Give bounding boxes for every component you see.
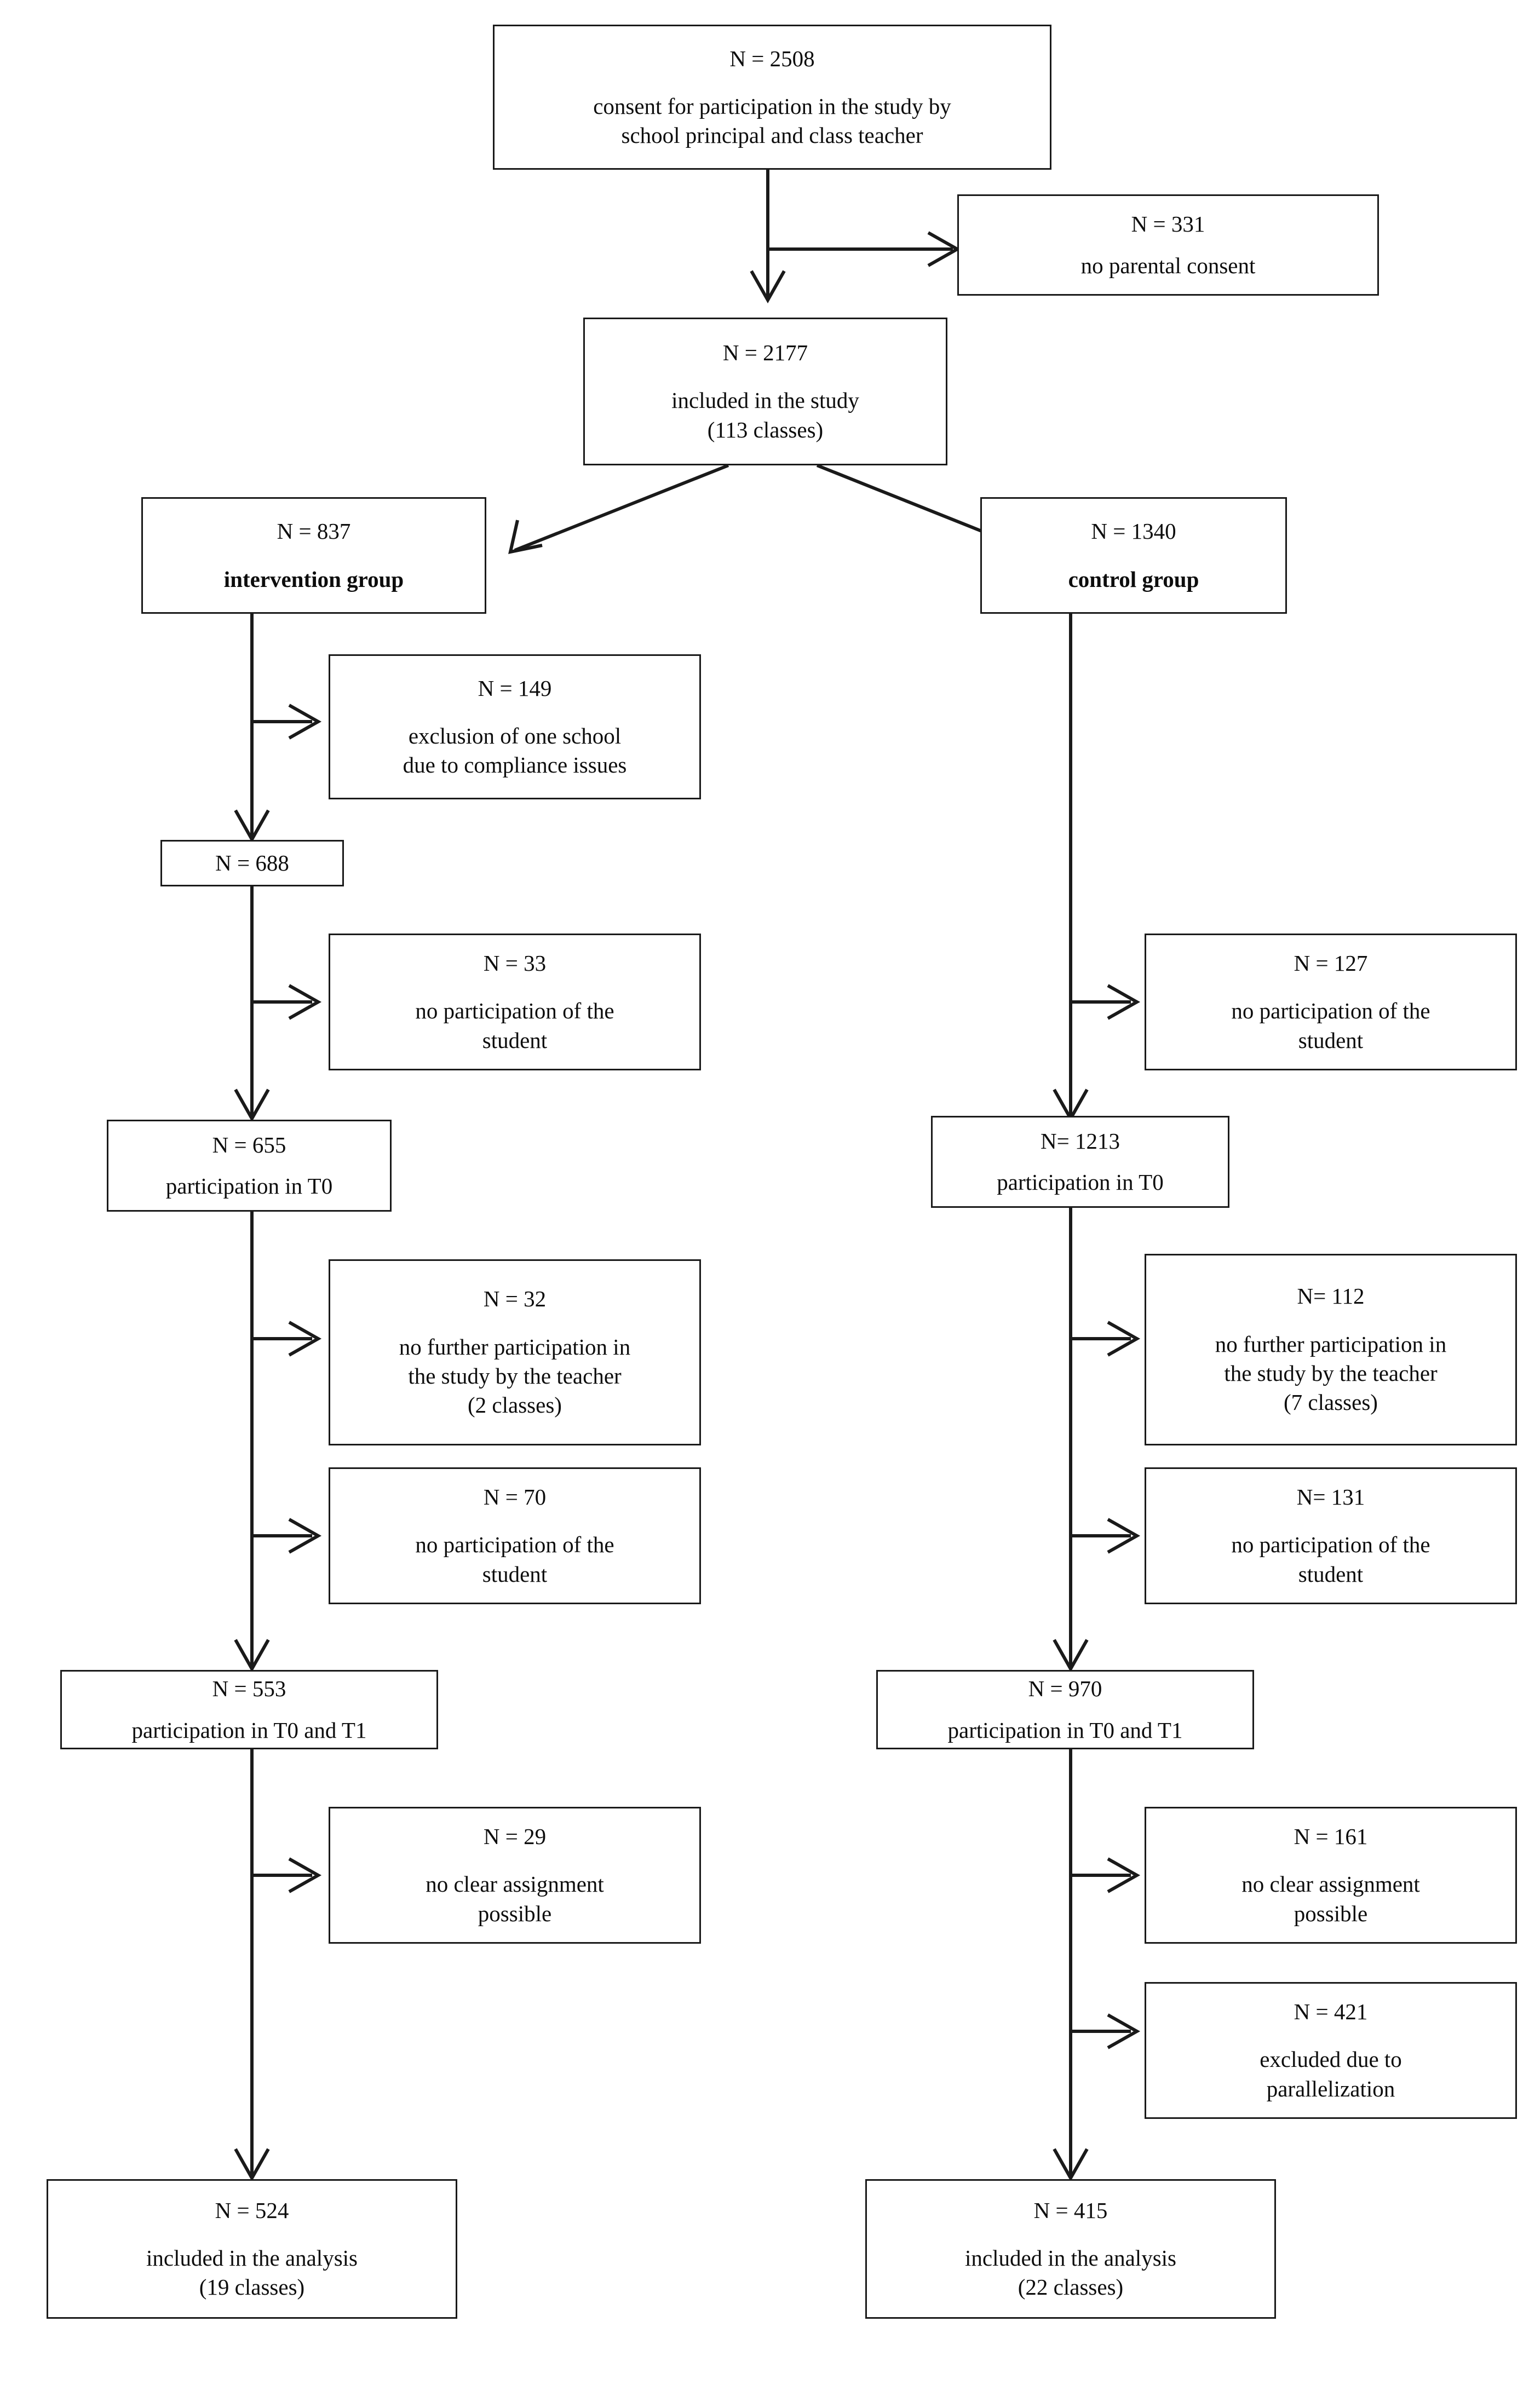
arrowhead-cg-nopart1 — [1107, 984, 1141, 1020]
node-cg-excluded-parallelization-count: N = 421 — [1294, 1999, 1368, 2025]
node-ig-included-analysis[interactable]: N = 524 included in the analysis (19 cla… — [47, 2179, 457, 2319]
node-cg-t0-t1-desc: participation in T0 and T1 — [947, 1717, 1183, 1743]
node-cg-no-participation-student-1-count: N = 127 — [1294, 950, 1368, 976]
arrowhead-ig-noclear — [288, 1857, 322, 1893]
node-control-group-count: N = 1340 — [1091, 519, 1176, 544]
node-cg-t0[interactable]: N= 1213 participation in T0 — [931, 1116, 1229, 1208]
node-ig-t0-t1[interactable]: N = 553 participation in T0 and T1 — [60, 1670, 438, 1749]
arrowhead-cg-nopart2 — [1107, 1518, 1141, 1554]
node-ig-688[interactable]: N = 688 — [160, 840, 344, 886]
node-cg-included-analysis[interactable]: N = 415 included in the analysis (22 cla… — [865, 2179, 1276, 2319]
node-intervention-group[interactable]: N = 837 intervention group — [141, 497, 486, 614]
node-ig-exclusion-school[interactable]: N = 149 exclusion of one school due to c… — [329, 654, 701, 799]
node-ig-no-participation-student-2-desc: no participation of the student — [415, 1532, 614, 1587]
node-ig-no-clear-assignment-count: N = 29 — [483, 1824, 547, 1850]
node-cg-excluded-parallelization-desc: excluded due to parallelization — [1260, 2047, 1402, 2101]
arrowhead-noparental — [927, 231, 961, 267]
node-ig-t0-t1-count: N = 553 — [212, 1676, 286, 1702]
node-cg-no-participation-student-2-count: N= 131 — [1296, 1484, 1365, 1510]
node-ig-no-further-teacher-desc: no further participation in the study by… — [399, 1334, 631, 1418]
node-cg-t0-t1-count: N = 970 — [1028, 1676, 1102, 1702]
node-cg-no-participation-student-2[interactable]: N= 131 no participation of the student — [1145, 1467, 1517, 1604]
node-control-group[interactable]: N = 1340 control group — [980, 497, 1287, 614]
node-intervention-group-count: N = 837 — [277, 519, 351, 544]
node-ig-t0[interactable]: N = 655 participation in T0 — [107, 1120, 392, 1212]
arrowhead-ig-655 — [234, 1088, 270, 1122]
node-ig-no-clear-assignment[interactable]: N = 29 no clear assignment possible — [329, 1807, 701, 1944]
node-consent-desc: consent for participation in the study b… — [593, 93, 951, 148]
node-ig-no-participation-student-1-desc: no participation of the student — [415, 998, 614, 1053]
node-ig-no-further-teacher-count: N = 32 — [483, 1286, 547, 1312]
arrowhead-ig-nofurther — [288, 1321, 322, 1357]
node-cg-t0-t1[interactable]: N = 970 participation in T0 and T1 — [876, 1670, 1254, 1749]
arrowhead-ig-nopart2 — [288, 1518, 322, 1554]
arrowhead-ig-exclusion — [288, 704, 322, 740]
node-ig-exclusion-school-desc: exclusion of one school due to complianc… — [403, 723, 627, 778]
node-ig-no-further-teacher[interactable]: N = 32 no further participation in the s… — [329, 1259, 701, 1445]
arrowhead-cg-parallelization — [1107, 2013, 1141, 2049]
arrowhead-cg-970 — [1053, 1639, 1089, 1673]
node-no-parental-consent[interactable]: N = 331 no parental consent — [957, 194, 1379, 296]
node-cg-t0-desc: participation in T0 — [997, 1170, 1164, 1195]
node-consent[interactable]: N = 2508 consent for participation in th… — [493, 25, 1051, 170]
node-ig-included-analysis-count: N = 524 — [215, 2197, 289, 2223]
node-ig-exclusion-school-count: N = 149 — [478, 675, 552, 701]
arrowhead-ig-553 — [234, 1639, 270, 1673]
arrowhead-ig-524 — [234, 2148, 270, 2182]
node-ig-no-participation-student-1-count: N = 33 — [483, 950, 547, 976]
arrowhead-ig-688 — [234, 809, 270, 843]
node-control-group-label: control group — [1068, 566, 1199, 592]
node-cg-t0-count: N= 1213 — [1041, 1128, 1120, 1154]
node-consent-count: N = 2508 — [729, 45, 815, 71]
node-cg-included-analysis-count: N = 415 — [1033, 2197, 1108, 2223]
arrowhead-cg-noclear — [1107, 1857, 1141, 1893]
node-ig-no-participation-student-1[interactable]: N = 33 no participation of the student — [329, 934, 701, 1070]
node-ig-t0-desc: participation in T0 — [165, 1173, 333, 1199]
node-ig-688-count: N = 688 — [215, 850, 289, 875]
node-ig-no-clear-assignment-desc: no clear assignment possible — [426, 1871, 604, 1926]
node-cg-no-participation-student-2-desc: no participation of the student — [1231, 1532, 1430, 1587]
arrowhead-ig-nopart1 — [288, 984, 322, 1020]
node-ig-no-participation-student-2[interactable]: N = 70 no participation of the student — [329, 1467, 701, 1604]
node-included-in-study[interactable]: N = 2177 included in the study (113 clas… — [583, 318, 947, 465]
arrowhead-intervention — [508, 520, 543, 554]
node-cg-no-further-teacher-count: N= 112 — [1297, 1283, 1365, 1309]
node-cg-included-analysis-desc: included in the analysis (22 classes) — [965, 2245, 1176, 2300]
node-cg-no-participation-student-1[interactable]: N = 127 no participation of the student — [1145, 934, 1517, 1070]
arrowhead-cg-nofurther — [1107, 1321, 1141, 1357]
node-cg-no-further-teacher[interactable]: N= 112 no further participation in the s… — [1145, 1254, 1517, 1445]
node-ig-no-participation-student-2-count: N = 70 — [483, 1484, 547, 1510]
node-no-parental-consent-count: N = 331 — [1131, 211, 1205, 237]
node-cg-no-participation-student-1-desc: no participation of the student — [1231, 998, 1430, 1053]
node-included-count: N = 2177 — [722, 340, 808, 366]
node-cg-no-further-teacher-desc: no further participation in the study by… — [1215, 1331, 1447, 1415]
node-cg-excluded-parallelization[interactable]: N = 421 excluded due to parallelization — [1145, 1982, 1517, 2119]
node-cg-no-clear-assignment-count: N = 161 — [1294, 1824, 1368, 1850]
node-included-desc: included in the study (113 classes) — [671, 388, 859, 442]
node-ig-t0-t1-desc: participation in T0 and T1 — [131, 1717, 367, 1743]
arrowhead-cg-1213 — [1053, 1088, 1089, 1122]
arrowhead-consent-down — [750, 270, 786, 304]
node-ig-included-analysis-desc: included in the analysis (19 classes) — [146, 2245, 358, 2300]
node-intervention-group-label: intervention group — [223, 566, 404, 592]
node-no-parental-consent-desc: no parental consent — [1080, 252, 1256, 278]
arrowhead-cg-415 — [1053, 2148, 1089, 2182]
node-cg-no-clear-assignment[interactable]: N = 161 no clear assignment possible — [1145, 1807, 1517, 1944]
connector-included-to-intervention — [514, 464, 729, 552]
node-cg-no-clear-assignment-desc: no clear assignment possible — [1241, 1871, 1420, 1926]
node-ig-t0-count: N = 655 — [212, 1132, 286, 1157]
